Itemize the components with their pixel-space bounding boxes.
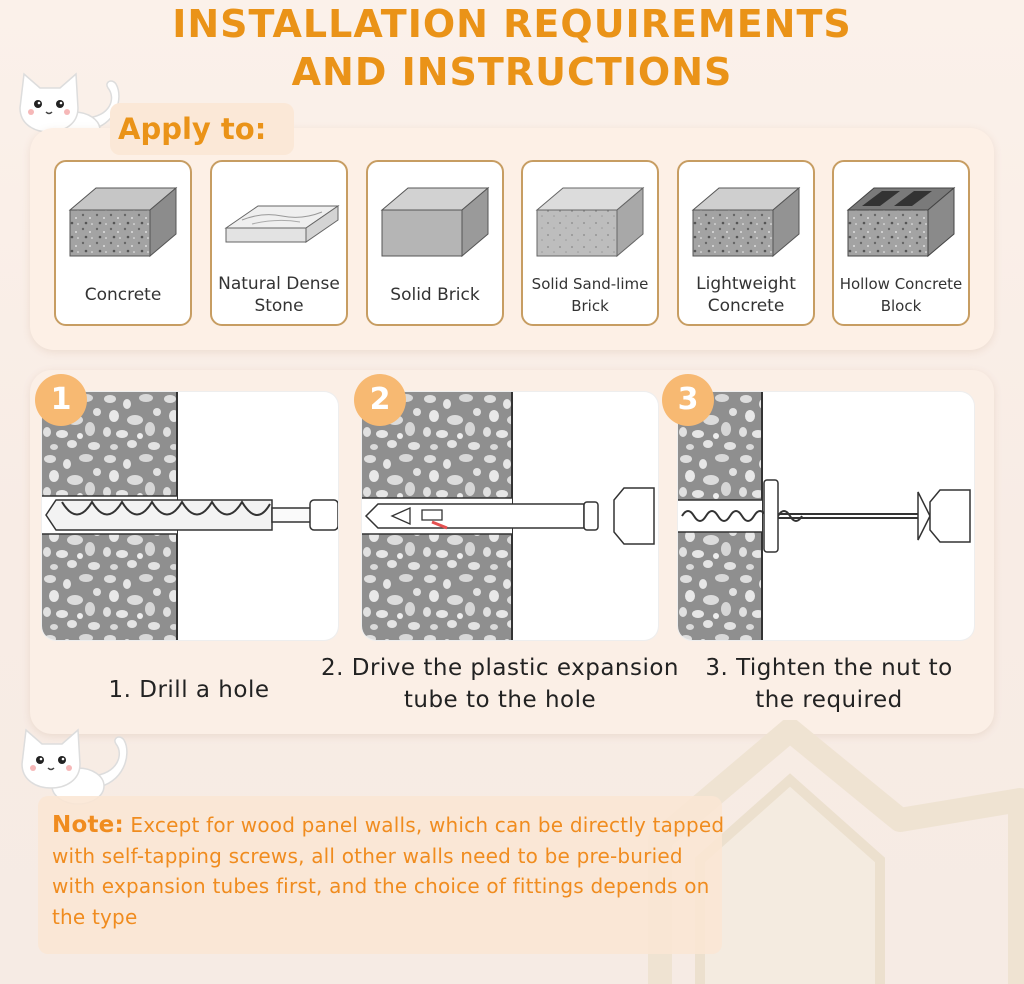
step-2-illustration [362,392,658,640]
step-1-caption: 1. Drill a hole [108,677,270,703]
material-card-concrete: Concrete [54,160,192,326]
cat-mascot-icon [18,726,134,806]
page-title: INSTALLATION REQUIREMENTS AND INSTRUCTIO… [0,0,1024,96]
step-3-badge: 3 [662,374,714,426]
material-card-sand-lime-brick: Solid Sand-lime Brick [521,160,659,326]
concrete-block-icon [66,184,184,266]
material-label: Solid Brick [390,285,480,305]
lightweight-concrete-icon [689,184,807,266]
hollow-block-icon [844,184,962,266]
title-line-1: INSTALLATION REQUIREMENTS [172,2,852,46]
step-3-caption: 3. Tighten the nut to the required [705,655,953,713]
apply-label: Apply to: [110,103,294,155]
step-1-badge: 1 [35,374,87,426]
material-card-lightweight-concrete: Lightweight Concrete [677,160,815,326]
solid-brick-icon [378,184,496,266]
step-2-badge: 2 [354,374,406,426]
material-label: Natural Dense Stone [218,274,340,316]
sand-lime-brick-icon [533,184,651,266]
material-card-solid-brick: Solid Brick [366,160,504,326]
material-card-natural-stone: Natural Dense Stone [210,160,348,326]
material-label: Lightweight Concrete [696,274,796,316]
note-body: Except for wood panel walls, which can b… [52,813,725,929]
material-label: Solid Sand-lime Brick [531,275,649,315]
material-label: Hollow Concrete Block [839,275,963,315]
material-card-hollow-block: Hollow Concrete Block [832,160,970,326]
step-1-illustration [42,392,338,640]
step-3-illustration [678,392,974,640]
step-2-caption: 2. Drive the plastic expansion tube to t… [320,655,680,713]
note-box [38,796,722,954]
note-text: Note: Except for wood panel walls, which… [52,810,732,932]
material-label: Concrete [84,285,162,305]
note-heading: Note: [52,812,124,838]
stone-slab-icon [222,184,340,266]
title-line-2: AND INSTRUCTIONS [291,50,733,94]
